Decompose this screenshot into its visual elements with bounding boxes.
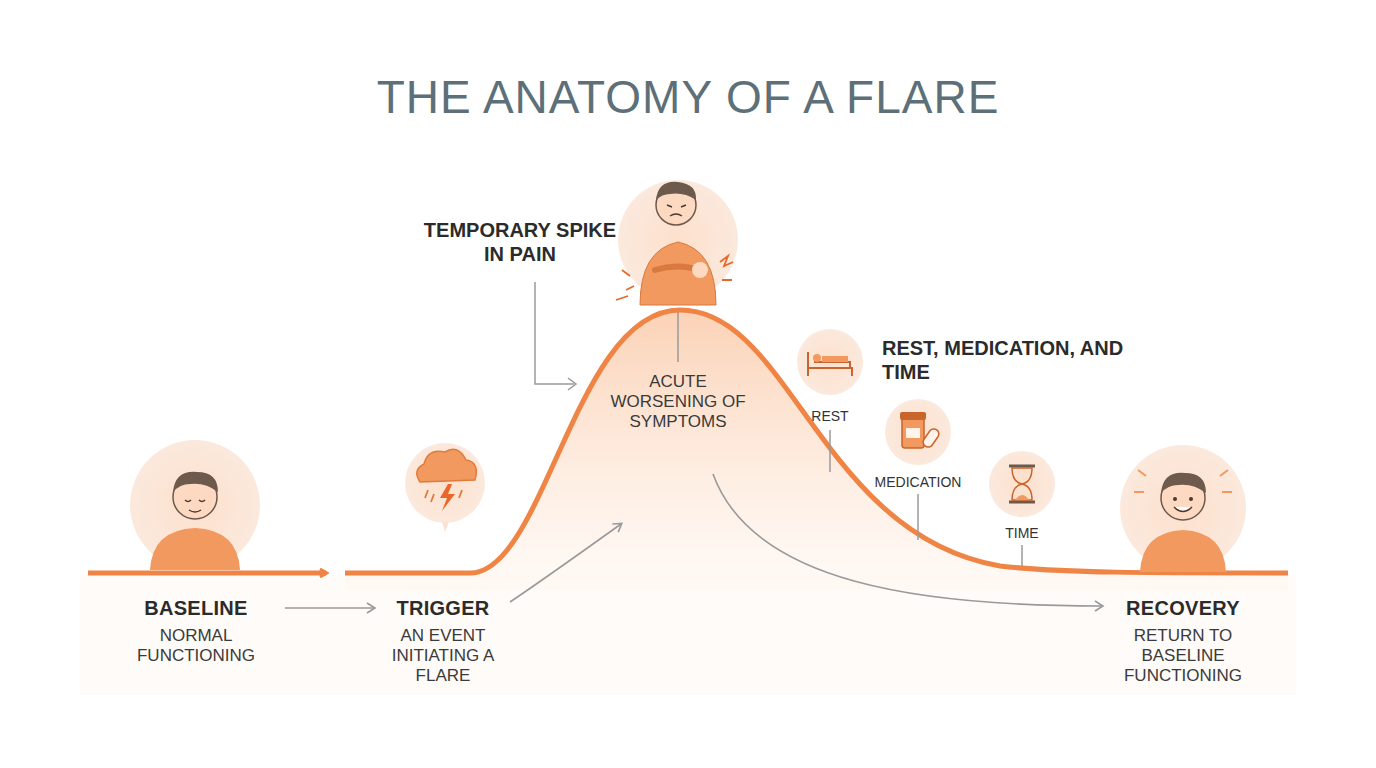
icon-label: REST [790,408,870,424]
stage-heading: RECOVERY [1112,596,1254,620]
stage-description: NORMAL FUNCTIONING [115,626,277,666]
curve-fill [345,310,1288,590]
diagram-title: THE ANATOMY OF A FLARE [0,70,1376,124]
stage-node: ACUTE WORSENING OF SYMPTOMS [603,370,753,434]
stage-heading: TRIGGER [382,596,504,620]
bed-icon [797,329,863,395]
stage-description: ACUTE WORSENING OF SYMPTOMS [607,372,749,432]
flow-arrow [713,474,1102,606]
happy-person [1120,445,1246,572]
calm-person [130,440,260,570]
pill-bottle-icon [885,399,951,465]
stage-node: BASELINE NORMAL FUNCTIONING [111,594,281,668]
icon-label: TIME [982,525,1062,541]
storm-cloud-icon [405,443,485,532]
stage-description: AN EVENT INITIATING A FLARE [382,626,504,686]
stage-description: RETURN TO BASELINE FUNCTIONING [1112,626,1254,686]
stage-node: TRIGGER AN EVENT INITIATING A FLARE [378,594,508,688]
stage-node: RECOVERY RETURN TO BASELINE FUNCTIONING [1108,594,1258,688]
baseline-line [88,571,326,576]
stage-heading: BASELINE [115,596,277,620]
icon-label: MEDICATION [858,474,978,490]
callout-text: TEMPORARY SPIKE IN PAIN [420,218,620,266]
callout-text: REST, MEDICATION, AND TIME [882,336,1132,384]
hourglass-icon [989,451,1055,517]
flow-arrow [285,607,374,609]
flow-arrow [510,524,621,602]
flare-curve [345,310,1288,573]
person-in-pain [616,180,738,305]
